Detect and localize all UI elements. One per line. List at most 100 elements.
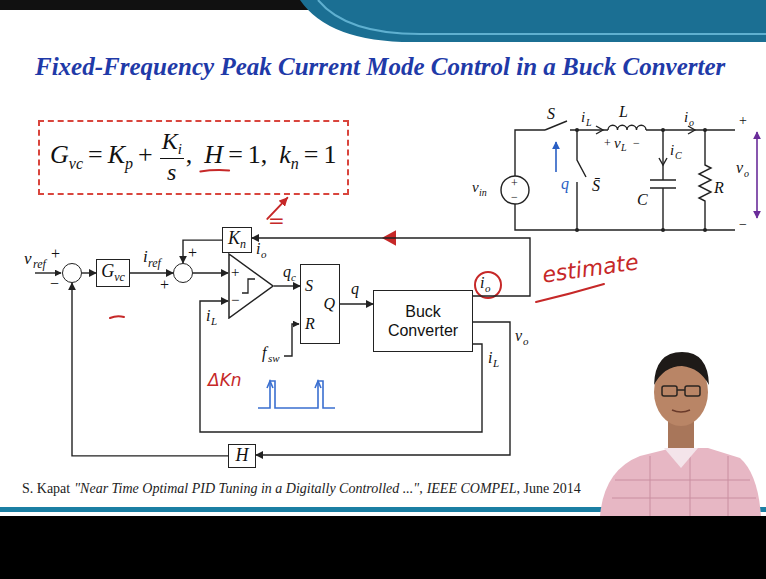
buck-circuit xyxy=(501,176,529,204)
comparator-symbol xyxy=(228,253,274,319)
buck-circuit xyxy=(575,128,579,132)
annotation-text: ΔKn xyxy=(208,372,242,389)
buck-circuit xyxy=(501,121,757,232)
buck-circuit xyxy=(555,142,557,172)
signal-label: S̄ xyxy=(592,178,600,194)
signal-connector xyxy=(130,272,173,273)
clock-pulse-waveform xyxy=(258,381,335,408)
annotation-text: = xyxy=(268,210,285,230)
buck-circuit xyxy=(646,129,735,130)
citation: S. Kapat "Near Time Optimal PID Tuning in… xyxy=(22,481,585,497)
transfer-block: Gvc xyxy=(96,259,130,287)
citation-text: , June 2014 xyxy=(516,481,580,496)
presenter-figure xyxy=(677,389,685,391)
buck-circuit xyxy=(661,128,665,132)
subscript: vc xyxy=(114,270,125,284)
equation-symbol: K xyxy=(162,128,178,154)
signal-wire xyxy=(284,324,299,356)
equation-symbol: k xyxy=(279,140,291,169)
presenter-figure xyxy=(685,386,700,396)
sr-latch: SQR xyxy=(300,264,340,344)
subscript: i xyxy=(178,141,182,157)
equation-symbol: = xyxy=(304,140,319,169)
subscript: c xyxy=(291,272,296,283)
equation-symbol: = xyxy=(88,140,103,169)
buck-circuit xyxy=(608,125,646,130)
subscript: L xyxy=(621,143,627,153)
top-banner xyxy=(0,0,766,42)
sign-mark: − xyxy=(50,276,59,292)
signal-label: i xyxy=(206,308,210,324)
comparator: +− xyxy=(228,253,274,319)
subscript: p xyxy=(125,155,133,172)
text-group: Kn xyxy=(228,229,246,251)
sign-mark: + xyxy=(160,277,169,293)
equation-symbol: K xyxy=(108,140,125,169)
signal-connector xyxy=(183,240,222,263)
signal-connector xyxy=(340,303,373,304)
signal-label: v xyxy=(24,250,32,267)
subscript: n xyxy=(291,155,299,172)
subscript: o xyxy=(689,118,694,128)
sign-mark: + xyxy=(188,245,197,261)
signal-label: q xyxy=(283,264,291,280)
equation-symbol: 1 xyxy=(324,140,337,169)
buck-circuit xyxy=(650,130,676,230)
presenter-figure xyxy=(600,352,761,516)
citation-text: S. Kapat xyxy=(22,481,70,496)
presenter-figure xyxy=(600,448,761,516)
block-label: G xyxy=(101,261,114,281)
subscript: L xyxy=(211,316,217,327)
equation-symbol: G xyxy=(50,140,69,169)
red-annotation xyxy=(110,170,604,318)
buck-circuit xyxy=(575,228,579,232)
subscript: ref xyxy=(33,258,46,270)
equation-symbol: = xyxy=(228,140,243,169)
citation-text: IEEE COMPEL xyxy=(427,481,517,496)
signal-label: q xyxy=(561,176,569,192)
clock-pulse-waveform xyxy=(267,381,321,388)
subscript: L xyxy=(493,358,499,369)
text-group: H xyxy=(236,446,249,466)
buck-circuit xyxy=(661,228,665,232)
subscript: + xyxy=(511,177,518,189)
signal-label: S xyxy=(547,106,555,122)
signal-label: L xyxy=(619,104,628,120)
signal-label: v xyxy=(614,136,621,151)
signal-label: i xyxy=(581,110,585,125)
signal-connector xyxy=(82,272,96,273)
pin-name: S xyxy=(305,278,313,294)
sign-mark: + xyxy=(51,246,60,262)
signal-label: v xyxy=(736,160,743,176)
signal-label: + xyxy=(739,114,747,128)
denominator: s xyxy=(160,158,184,187)
annotation-text: estimate xyxy=(541,251,640,286)
equation-symbol: + xyxy=(138,140,153,169)
buck-circuit xyxy=(596,126,603,134)
equation-box: Gvc=Kp+Kis,H=1,kn=1 xyxy=(38,120,349,195)
signal-label: i xyxy=(670,143,674,158)
equation-symbol: , xyxy=(261,140,268,169)
signal-wire xyxy=(35,272,61,273)
clock-pulse-waveform xyxy=(258,381,335,408)
buck-circuit xyxy=(515,130,545,176)
subscript: ref xyxy=(148,257,161,269)
buck-circuit xyxy=(756,132,758,218)
hysteresis-symbol xyxy=(242,279,255,293)
equation-symbol: s xyxy=(167,159,176,185)
buck-circuit xyxy=(577,130,586,177)
pin-name: R xyxy=(305,316,315,332)
citation-text: "Near Time Optimal PID Tuning in a Digit… xyxy=(74,481,422,496)
equation-line: Gvc=Kp+Kis,H=1,kn=1 xyxy=(50,128,337,187)
equation-symbol: 1 xyxy=(248,140,261,169)
buck-circuit xyxy=(703,228,707,232)
signal-label: q xyxy=(351,281,359,297)
subscript: o xyxy=(485,283,491,294)
comparator-symbol xyxy=(229,254,273,318)
bottom-band xyxy=(0,507,766,579)
equation-symbol: H xyxy=(204,140,223,169)
buck-circuit xyxy=(699,130,711,230)
subscript: L xyxy=(586,118,592,128)
signal-label: i xyxy=(488,350,492,366)
